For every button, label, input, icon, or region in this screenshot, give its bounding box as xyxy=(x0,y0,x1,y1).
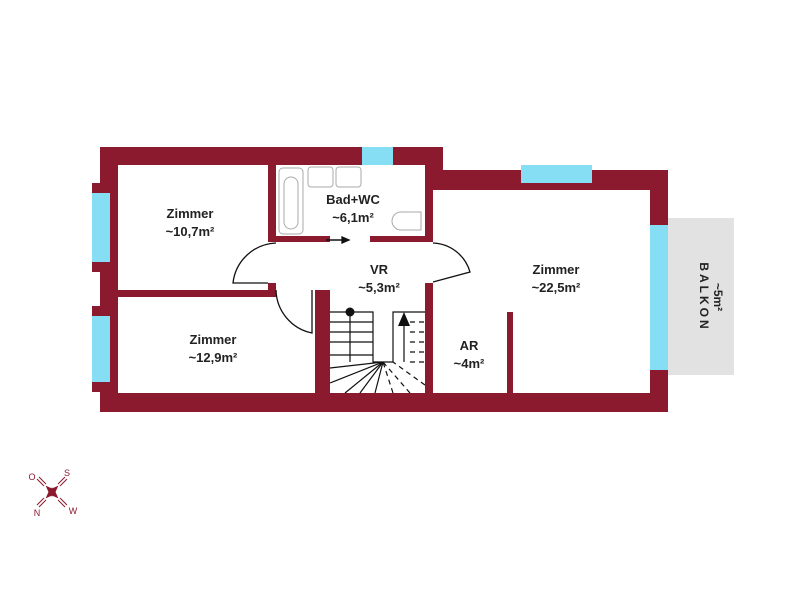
room-name: AR xyxy=(460,338,479,353)
sink-icon xyxy=(307,166,334,188)
bathtub-icon xyxy=(278,167,304,235)
window xyxy=(362,147,393,165)
room-name: Zimmer xyxy=(190,332,237,347)
doors xyxy=(232,236,471,334)
compass-icon: O S N W xyxy=(28,468,77,518)
room-area: ~10,7m² xyxy=(166,224,215,239)
sink-icon xyxy=(335,166,362,188)
room-name: Bad+WC xyxy=(326,192,380,207)
compass-label-o: O xyxy=(28,472,35,482)
door-swing xyxy=(432,242,471,283)
balcony-area xyxy=(668,218,734,375)
room-area: ~4m² xyxy=(454,356,485,371)
room-area: ~12,9m² xyxy=(189,350,238,365)
balcony-name: BALKON xyxy=(697,262,711,331)
window xyxy=(650,225,668,370)
staircase xyxy=(329,311,426,394)
compass-label-s: S xyxy=(64,468,70,478)
window xyxy=(92,193,110,262)
room-name: Zimmer xyxy=(167,206,214,221)
room-name: VR xyxy=(370,262,389,277)
balcony-area-label: ~5m² xyxy=(711,283,725,311)
room-area: ~6,1m² xyxy=(332,210,374,225)
stair-direction-arrow xyxy=(398,312,410,326)
compass-label-w: W xyxy=(69,506,78,516)
door-swing xyxy=(275,289,313,334)
windows xyxy=(92,147,668,382)
stair-start-dot xyxy=(345,307,355,317)
bathroom-fixtures xyxy=(278,166,422,235)
window xyxy=(92,316,110,382)
compass-label-n: N xyxy=(34,508,41,518)
room-area: ~5,3m² xyxy=(358,280,400,295)
room-area: ~22,5m² xyxy=(532,280,581,295)
toilet-icon xyxy=(391,211,422,231)
room-name: Zimmer xyxy=(533,262,580,277)
window xyxy=(521,165,592,183)
door-swing xyxy=(232,242,277,284)
